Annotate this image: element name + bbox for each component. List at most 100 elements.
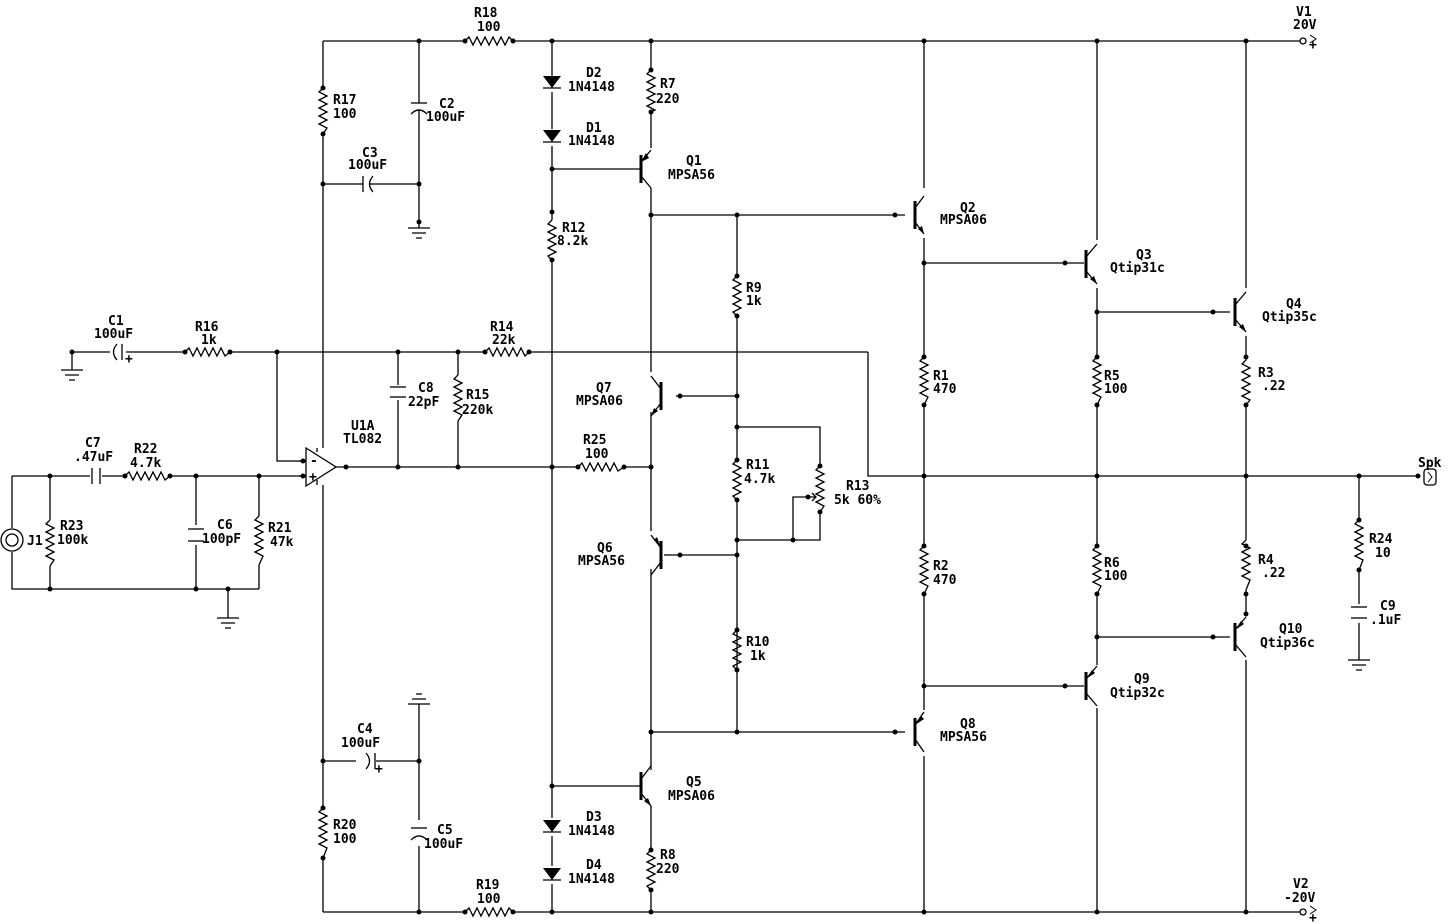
label-q4-value: Qtip35c (1262, 310, 1317, 325)
label-d1-value: 1N4148 (568, 134, 615, 149)
label-r19-value: 100 (477, 892, 501, 907)
capacitor-c9 (1351, 606, 1367, 619)
ground-symbol (408, 227, 430, 239)
diodes (543, 76, 561, 881)
ground-symbol (61, 369, 83, 381)
transistor-q3 (1084, 243, 1098, 285)
ground-symbol (217, 617, 239, 629)
label-r20-value: 100 (333, 832, 357, 847)
label-d2-value: 1N4148 (568, 80, 615, 95)
label-d1-ref: D1 (586, 121, 602, 136)
label-q5-value: MPSA06 (668, 789, 715, 804)
label-q10-ref: Q10 (1279, 622, 1303, 637)
resistor-r15 (452, 374, 464, 422)
label-r25-value: 100 (585, 447, 609, 462)
capacitor-c2 (410, 95, 428, 120)
resistor-r25 (577, 461, 625, 473)
label-c4-value: 100uF (341, 736, 380, 751)
resistor-r11 (731, 459, 743, 501)
label-opamp-minus: - (310, 454, 318, 469)
label-r20-ref: R20 (333, 818, 357, 833)
label-r13-ref: R13 (846, 479, 869, 494)
label-c1-plus: + (125, 352, 133, 367)
label-r17-ref: R17 (333, 93, 356, 108)
label-q9-value: Qtip32c (1110, 686, 1165, 701)
resistor-r7 (645, 69, 657, 113)
label-spk-ref: Spk (1418, 456, 1442, 471)
resistor-r24 (1353, 519, 1365, 571)
resistor-r17 (317, 87, 329, 135)
transistor-q10 (1233, 616, 1247, 658)
label-c4-plus: + (375, 762, 383, 777)
transistor-q6 (650, 534, 663, 576)
label-r10-value: 1k (750, 649, 766, 664)
label-r5-value: 100 (1104, 382, 1128, 397)
label-r1-value: 470 (933, 382, 957, 397)
transistor-q4 (1233, 291, 1247, 333)
resistor-r13 (814, 465, 826, 513)
label-r15-value: 220k (462, 403, 493, 418)
label-r16-ref: R16 (195, 320, 219, 335)
label-d3-value: 1N4148 (568, 824, 615, 839)
label-r8-ref: R8 (660, 848, 676, 863)
label-r12-ref: R12 (562, 221, 585, 236)
resistor-r4 (1240, 539, 1252, 591)
label-q2-value: MPSA06 (940, 213, 987, 228)
label-d3-ref: D3 (586, 810, 602, 825)
label-r7-value: 220 (656, 92, 680, 107)
label-r24-ref: R24 (1369, 532, 1393, 547)
transistor-q5 (639, 765, 652, 807)
diode-d4 (543, 868, 561, 881)
resistors (44, 35, 1365, 918)
label-c3-value: 100uF (348, 158, 387, 173)
label-u1a-ref: U1A (351, 419, 375, 434)
label-r3-value: .22 (1262, 379, 1285, 394)
junctions (47, 38, 1421, 915)
resistor-r21 (253, 515, 265, 566)
label-opamp-plus: + (309, 470, 317, 485)
label-v2-value: -20V (1284, 891, 1315, 906)
label-c5-ref: C5 (437, 823, 453, 838)
label-c9-value: .1uF (1370, 613, 1401, 628)
label-c5-value: 100uF (424, 837, 463, 852)
label-r8-value: 220 (656, 862, 680, 877)
label-r6-ref: R6 (1104, 556, 1120, 571)
label-q2-ref: Q2 (960, 201, 976, 216)
label-c1-value: 100uF (94, 327, 133, 342)
label-r18-ref: R18 (474, 6, 498, 21)
label-r25-ref: R25 (583, 433, 606, 448)
ground-symbol (408, 693, 430, 710)
capacitor-c8 (390, 386, 406, 398)
label-r21-ref: R21 (268, 521, 292, 536)
label-c3-ref: C3 (362, 146, 378, 161)
speaker-terminal (1423, 468, 1437, 486)
label-r2-ref: R2 (933, 559, 949, 574)
label-c7-ref: C7 (85, 436, 101, 451)
label-r22-ref: R22 (134, 442, 157, 457)
label-r3-ref: R3 (1258, 366, 1274, 381)
label-q7-ref: Q7 (596, 381, 612, 396)
label-r12-value: 8.2k (557, 234, 588, 249)
label-r11-value: 4.7k (744, 472, 775, 487)
resistor-r6 (1091, 545, 1103, 595)
labels: R18 100 R17 100 C2 100uF C3 100uF D2 1N4… (27, 5, 1442, 924)
label-c9-ref: C9 (1380, 599, 1396, 614)
transistors (639, 149, 1247, 807)
capacitor-c5 (410, 827, 428, 841)
resistor-r9 (731, 275, 743, 317)
label-r17-value: 100 (333, 107, 357, 122)
label-q6-value: MPSA56 (578, 554, 625, 569)
label-r23-value: 100k (57, 533, 88, 548)
label-r14-value: 22k (492, 333, 516, 348)
transistor-q7 (650, 375, 663, 417)
label-r9-ref: R9 (746, 281, 762, 296)
capacitor-c1 (112, 343, 123, 361)
label-d4-value: 1N4148 (568, 872, 615, 887)
resistor-r2 (918, 545, 930, 595)
label-c6-value: 100pF (202, 532, 241, 547)
grounds (61, 227, 1370, 710)
diode-d1 (543, 130, 561, 143)
resistor-r5 (1091, 356, 1103, 406)
label-c1-ref: C1 (108, 314, 124, 329)
